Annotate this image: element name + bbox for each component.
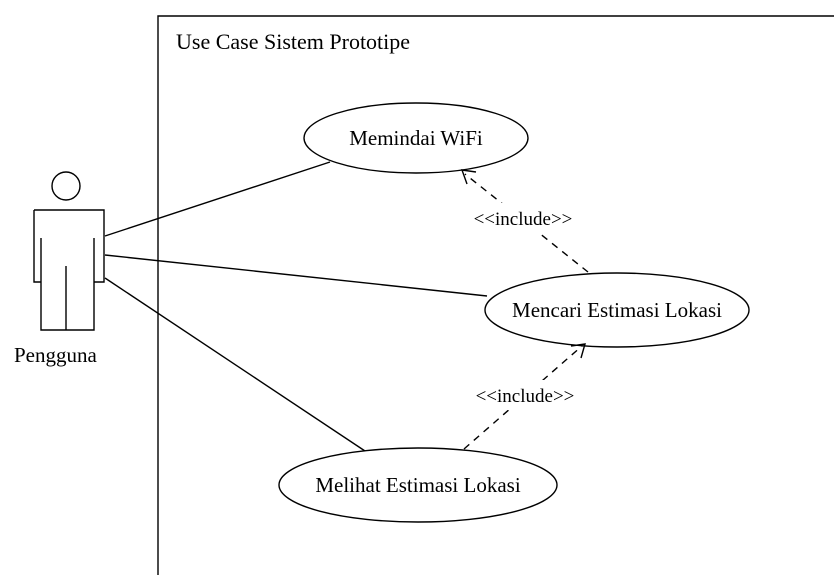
system-boundary-title: Use Case Sistem Prototipe bbox=[176, 29, 410, 54]
include-arrowhead bbox=[570, 343, 586, 359]
use-case-ellipse bbox=[484, 272, 750, 348]
include-relation-2: <<include>> bbox=[450, 343, 600, 450]
use-case-label: Mencari Estimasi Lokasi bbox=[512, 298, 722, 322]
association-memindai-wifi bbox=[104, 161, 331, 237]
use-case-melihat-estimasi-lokasi: Melihat Estimasi Lokasi bbox=[278, 447, 558, 523]
use-case-memindai-wifi: Memindai WiFi bbox=[303, 102, 529, 174]
use-case-label: Melihat Estimasi Lokasi bbox=[315, 473, 520, 497]
actor-pengguna: Pengguna bbox=[14, 171, 105, 367]
include-label: <<include>> bbox=[476, 386, 575, 407]
include-relation-1: <<include>> bbox=[452, 169, 594, 273]
association-mencari-estimasi bbox=[104, 254, 488, 297]
actor-name: Pengguna bbox=[14, 343, 98, 367]
actor-body bbox=[33, 209, 105, 331]
association-melihat-estimasi bbox=[104, 277, 366, 452]
include-label: <<include>> bbox=[474, 209, 573, 230]
actor-head bbox=[51, 171, 81, 201]
use-case-mencari-estimasi-lokasi: Mencari Estimasi Lokasi bbox=[484, 272, 750, 348]
include-label-bg bbox=[452, 203, 594, 233]
associations bbox=[104, 161, 488, 452]
use-case-label: Memindai WiFi bbox=[349, 126, 483, 150]
include-label-bg bbox=[450, 380, 600, 410]
use-case-ellipse bbox=[278, 447, 558, 523]
include-arrowhead bbox=[460, 169, 477, 185]
system-boundary-frame bbox=[157, 15, 834, 575]
use-case-ellipse bbox=[303, 102, 529, 174]
system-boundary: Use Case Sistem Prototipe bbox=[157, 15, 834, 575]
